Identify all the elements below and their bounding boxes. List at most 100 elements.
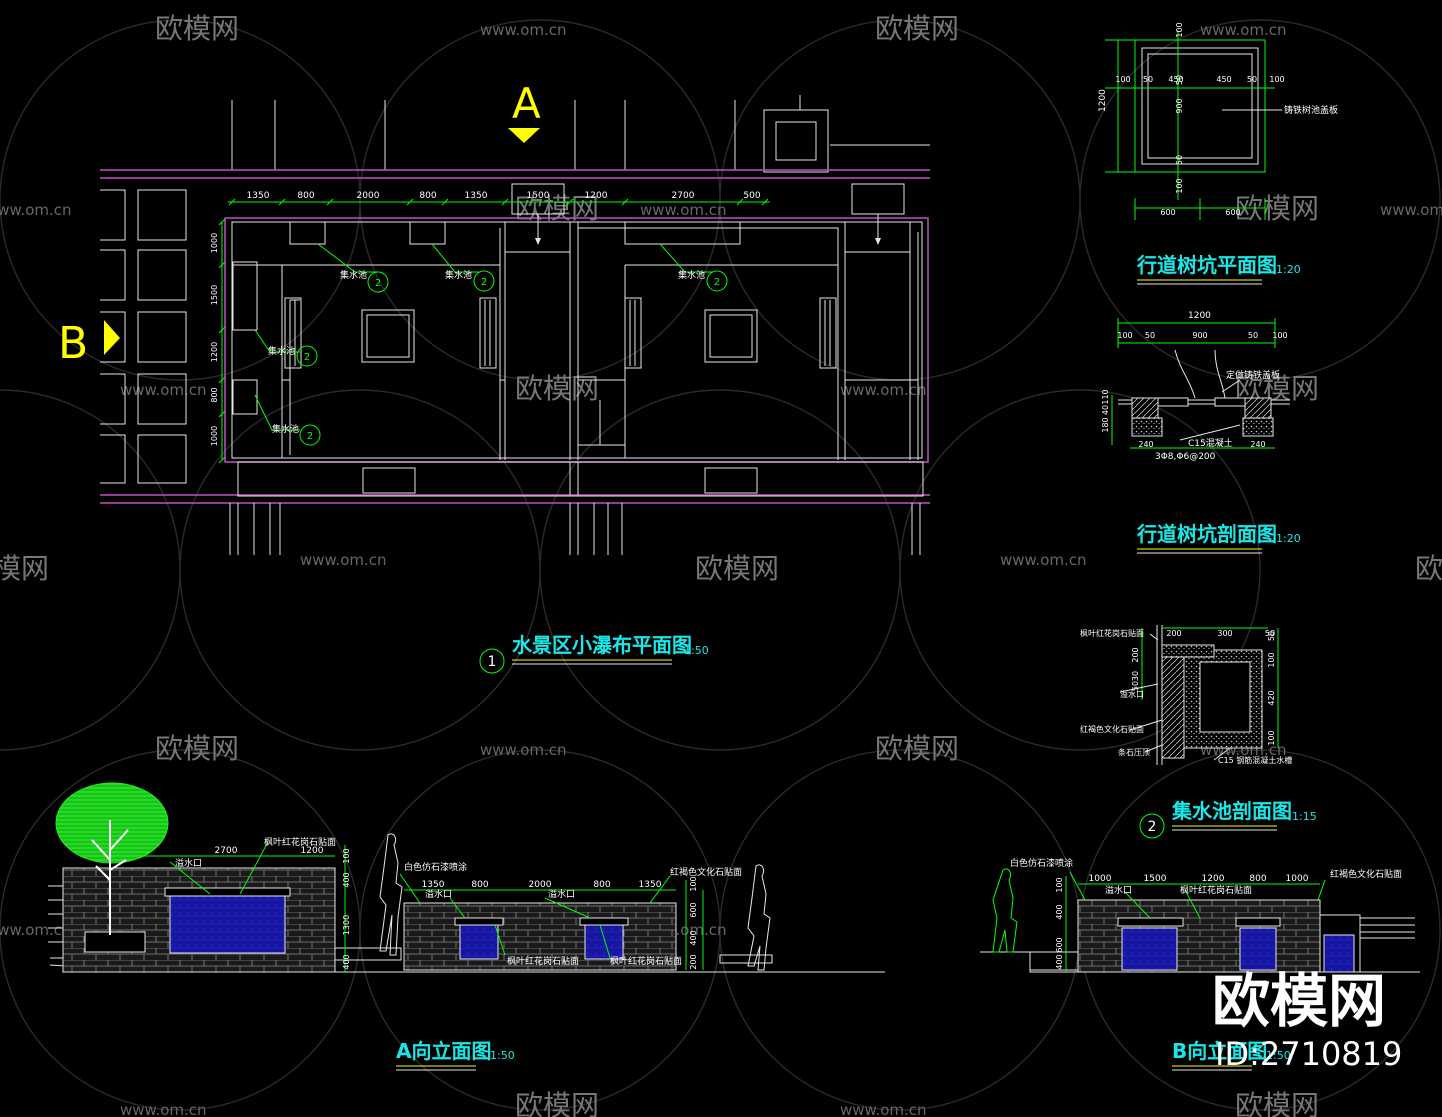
watermark-url: www.om.cn — [1380, 201, 1442, 219]
watermark-url: www.om.cn — [1000, 551, 1087, 569]
elev-a-dim-v-label: 400 — [342, 954, 351, 969]
pit-plan-dim-top-label: 50 — [1143, 75, 1153, 84]
watermark-url: www.om.cn — [120, 381, 207, 399]
elev-a-dim-v-label: 400 — [342, 872, 351, 887]
elev-a-dim-label: 1200 — [301, 846, 324, 856]
sump-note: 溢水口 — [1120, 689, 1144, 699]
pit-section-dim-left-label: 110 — [1101, 389, 1110, 404]
elev-a-note-granite_1: 枫叶红花岗石贴面 — [264, 836, 336, 848]
plan-note-pool-e: 集水池 — [272, 423, 299, 435]
pit-section-dim-bottom-label: 240 — [1250, 440, 1265, 449]
watermark-brand: 欧模网 — [0, 552, 49, 585]
watermark-brand: 欧模网 — [875, 732, 959, 765]
pit-section-dim-top-label: 900 — [1192, 331, 1207, 340]
elev-a-dim-v-label: 100 — [342, 848, 351, 863]
pit-section-dim-total: 1200 — [1188, 311, 1211, 321]
elev-a-scale: 1:50 — [490, 1049, 515, 1062]
watermark-circles — [0, 19, 1441, 1111]
pit-section-title: 行道树坑剖面图 — [1136, 522, 1277, 546]
watermark-url: www.om.cn — [120, 1101, 207, 1117]
plan-note-pool-c: 集水池 — [678, 269, 705, 281]
plan-note-pool-b: 集水池 — [445, 269, 472, 281]
dimension-tick — [218, 376, 226, 384]
pit-section-dim-top-label: 50 — [1248, 331, 1258, 340]
person-icon — [992, 868, 1018, 953]
dimension-tick — [761, 198, 769, 206]
plan-view: A B — [58, 79, 930, 674]
elev-b-notes: 白色仿石漆喷涂溢水口枫叶红花岗石贴面红褐色文化石贴面 — [1010, 857, 1402, 896]
plan-dim-top-label: 1200 — [585, 191, 608, 201]
pit-section-dim-bottom-label: 240 — [1138, 440, 1153, 449]
pit-plan-dim-bottom-label: 600 — [1225, 208, 1240, 217]
pit-section-dim-top-label: 100 — [1117, 331, 1132, 340]
elev-a-dim-v-label: 400 — [689, 930, 698, 945]
watermark-brand: 欧模网 — [695, 552, 779, 585]
sump-dim-left-label: 50 — [1131, 681, 1140, 691]
pit-plan-dim-top-label: 450 — [1168, 75, 1183, 84]
plan-dim-top-label: 800 — [297, 191, 314, 201]
person-icon — [379, 833, 403, 956]
plan-dim-left-label: 1500 — [210, 285, 219, 305]
elev-b-dim-v-label: 400 — [1055, 954, 1064, 969]
elev-a-dim-label: 2700 — [215, 846, 238, 856]
pit-plan-dim-v-label: 900 — [1175, 98, 1184, 113]
plan-dim-top-label: 1350 — [247, 191, 270, 201]
pit-plan-note: 铸铁树池盖板 — [1284, 104, 1338, 116]
elev-b-title: B向立面图 — [1172, 1039, 1267, 1063]
plan-callout-3: 2 — [714, 277, 720, 288]
dimension-tick — [441, 198, 449, 206]
plan-scale: 1:50 — [684, 644, 709, 657]
pit-plan-dim-v-label: 100 — [1175, 22, 1184, 37]
person-icon — [747, 864, 771, 971]
pit-section-dim-top-label: 100 — [1272, 331, 1287, 340]
plan-dim-top-label: 800 — [419, 191, 436, 201]
sump-dim-top-label: 300 — [1217, 629, 1232, 638]
dimension-tick — [218, 218, 226, 226]
sump-note: C15 钢筋混凝土水槽 — [1218, 755, 1292, 765]
elev-a-dim-v-label: 200 — [689, 954, 698, 969]
brand-logo: 欧模网 — [1212, 967, 1387, 1035]
pit-plan-dim-top-label: 450 — [1216, 75, 1231, 84]
brand-id: ID:2710819 — [1215, 1035, 1403, 1073]
elev-b-scale: 1:50 — [1266, 1049, 1291, 1062]
elev-a-dim-label: 1350 — [639, 880, 662, 890]
pit-plan-dim-top-label: 100 — [1269, 75, 1284, 84]
sump-dim-top-label: 200 — [1166, 629, 1181, 638]
dimension-tick — [326, 198, 334, 206]
watermark-brand: 欧模网 — [515, 192, 599, 225]
dimension-tick — [621, 198, 629, 206]
elev-b-dim-label: 1500 — [1144, 874, 1167, 884]
pit-plan-scale: 1:20 — [1276, 263, 1301, 276]
arrow-down-icon — [508, 128, 540, 143]
plan-dim-left-label: 1000 — [210, 426, 219, 446]
plan-title: 水景区小瀑布平面图 — [512, 633, 692, 657]
pit-plan-dim-top-label: 100 — [1115, 75, 1130, 84]
watermark-brand: 欧模网 — [155, 732, 239, 765]
elev-a-dim-label: 800 — [471, 880, 488, 890]
pit-plan-title: 行道树坑平面图 — [1136, 253, 1277, 277]
elev-a-note-granite_3: 枫叶红花岗石贴面 — [610, 955, 682, 967]
plan-marker-b: B — [58, 318, 88, 369]
elev-a-notes: 溢水口枫叶红花岗石贴面白色仿石漆喷涂溢水口溢水口红褐色文化石贴面枫叶红花岗石贴面… — [175, 836, 742, 967]
dimension-tick — [218, 326, 226, 334]
elev-a-dim-v-label: 100 — [689, 876, 698, 891]
watermark-brand: 欧模网 — [1415, 552, 1442, 585]
dimension-tick — [278, 198, 286, 206]
plan-callout-2: 2 — [481, 277, 487, 288]
elev-a-dim-v-label: 600 — [689, 902, 698, 917]
pit-plan-dim-bottom-label: 600 — [1160, 208, 1175, 217]
pit-section-dim-top-label: 50 — [1145, 331, 1155, 340]
elev-a-note-granite_2: 枫叶红花岗石贴面 — [507, 955, 579, 967]
watermark-url: www.om.cn — [840, 1101, 927, 1117]
pit-section-dims-bottom: 240 240 — [1138, 440, 1265, 449]
elev-b-note-overflow: 溢水口 — [1105, 884, 1132, 896]
pit-section-dims: 100 50 900 50 100 — [1117, 331, 1287, 340]
watermark-url: www.om.cn — [0, 921, 72, 939]
